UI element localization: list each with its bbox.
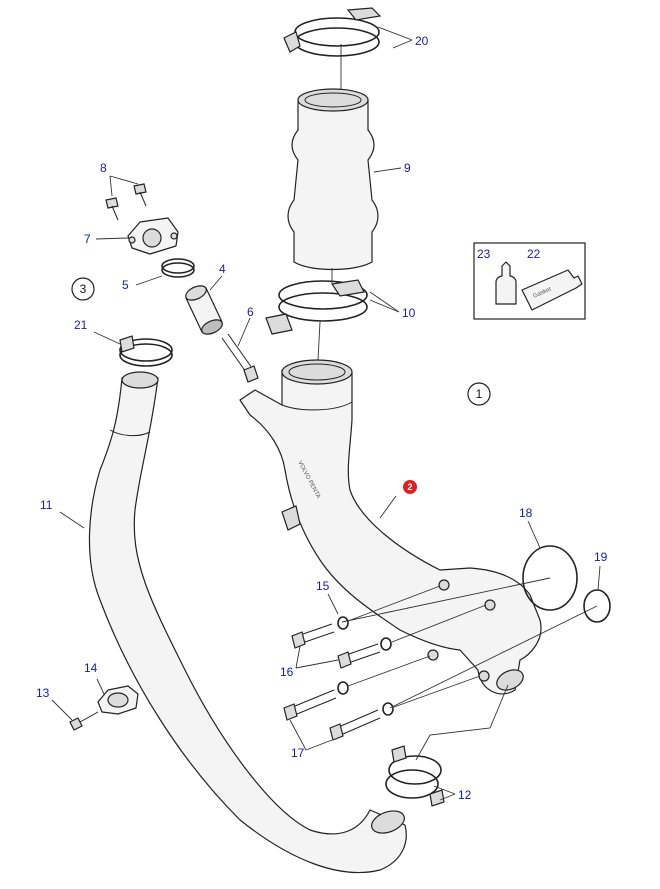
hose-clamp-21 (119, 335, 173, 367)
hose-clamp-12 (385, 745, 445, 807)
screw-17 (283, 689, 381, 741)
hose-support-14 (97, 685, 139, 715)
callout-8: 8 (100, 161, 107, 175)
callout-17: 17 (291, 746, 305, 760)
callout-6: 6 (247, 305, 254, 319)
callout-15: 15 (316, 579, 330, 593)
callout-14: 14 (84, 661, 98, 675)
callout-1: 1 (476, 387, 483, 401)
grease-tube-22: Gasket (521, 269, 583, 311)
screw-16 (291, 623, 381, 669)
callout-19: 19 (594, 550, 608, 564)
bolt-8 (105, 183, 147, 221)
hose-11 (88, 371, 407, 874)
thermostat-4 (185, 285, 223, 335)
callout-9: 9 (404, 161, 411, 175)
callout-18: 18 (519, 506, 533, 520)
sealing-ring-5 (161, 258, 195, 278)
callout-21: 21 (74, 318, 88, 332)
callout-4: 4 (219, 262, 226, 276)
washer-15 (337, 616, 394, 716)
thread-locker-23 (495, 261, 517, 305)
o-ring-18 (522, 545, 578, 611)
callout-11: 11 (40, 498, 53, 512)
hose-clamp-10 (265, 279, 368, 335)
callout-23: 23 (477, 247, 491, 261)
hose-clamp-20 (283, 7, 382, 57)
screw-13 (69, 711, 99, 731)
o-ring-19 (583, 589, 611, 623)
callout-10: 10 (402, 306, 416, 320)
exhaust-elbow-2: VOLVO PENTA (239, 359, 542, 695)
reference-circle-1: 1 (467, 382, 491, 406)
callout-13: 13 (36, 686, 50, 700)
callout-3: 3 (80, 282, 87, 296)
callout-5: 5 (122, 278, 129, 292)
reference-circle-3: 3 (71, 277, 95, 301)
callout-22: 22 (527, 247, 541, 261)
callout-20: 20 (415, 34, 429, 48)
callout-2: 2 (407, 482, 412, 492)
callout-7: 7 (84, 232, 91, 246)
thermostat-housing-7 (127, 217, 179, 255)
consumables-box: Gasket (473, 242, 586, 320)
highlight-badge-2: 2 (403, 480, 417, 494)
callout-12: 12 (458, 788, 472, 802)
callout-16: 16 (280, 665, 294, 679)
bellows-hose-9 (287, 88, 379, 271)
bolt-6 (221, 333, 259, 383)
